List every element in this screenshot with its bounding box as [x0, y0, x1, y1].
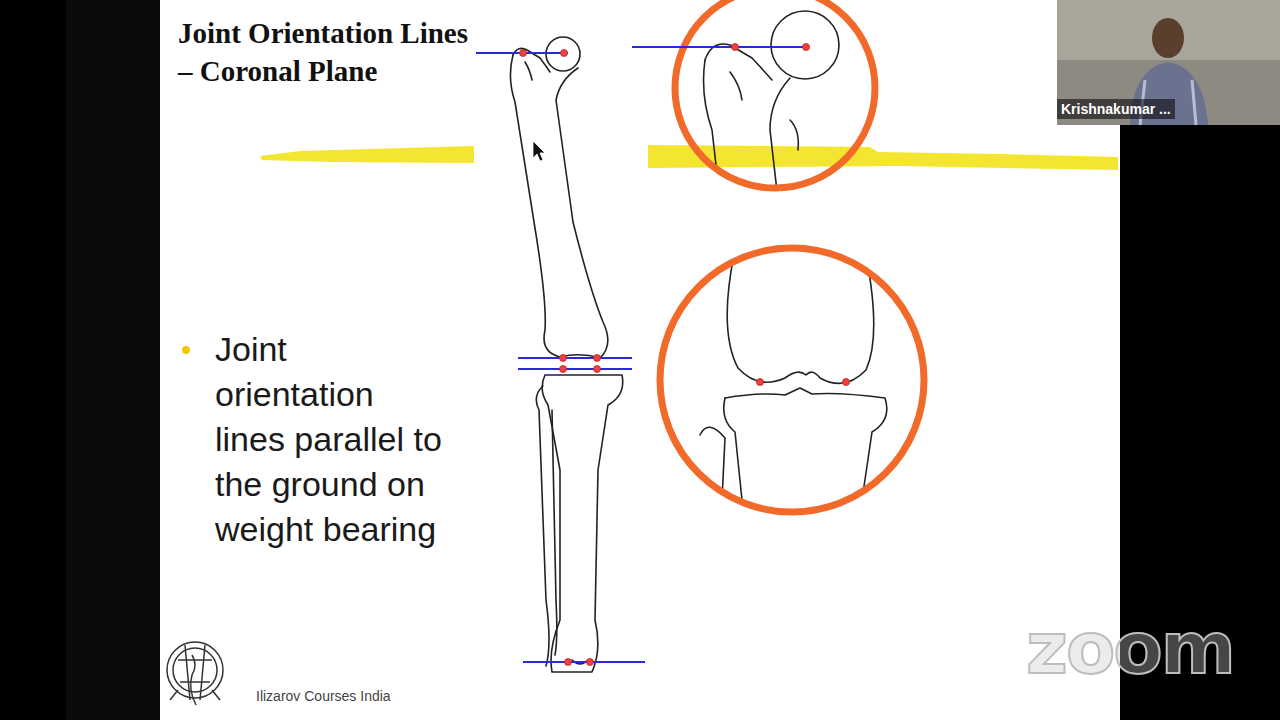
- slide-title: Joint Orientation Lines – Coronal Plane: [178, 14, 478, 90]
- bullet-text: Joint orientation lines parallel to the …: [215, 327, 453, 552]
- video-tile: Krishnakumar ...: [1057, 0, 1280, 125]
- logo-caption: Ilizarov Courses India: [256, 688, 391, 704]
- participant-name: Krishnakumar ...: [1057, 99, 1175, 119]
- zoom-watermark: zoom: [1026, 606, 1234, 690]
